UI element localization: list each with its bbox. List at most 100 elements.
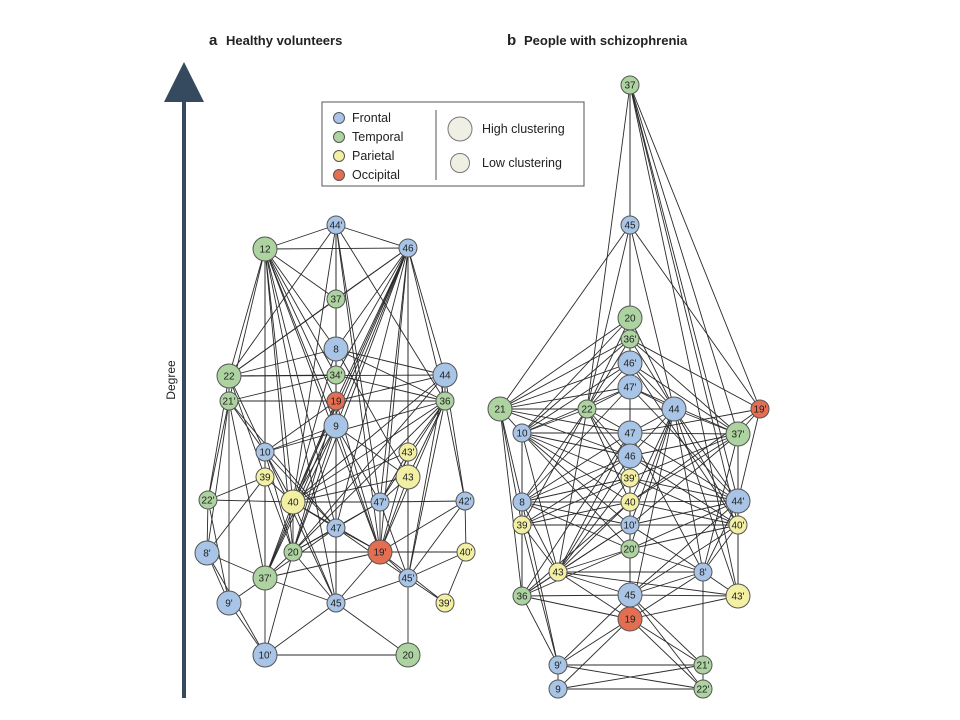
edge-b43-b45b — [557, 571, 631, 596]
node-a20: 20 — [283, 542, 303, 562]
edge-a8-a22 — [228, 348, 337, 377]
node-label-a43p: 43' — [401, 448, 414, 459]
edge-a47p-a45p — [379, 501, 409, 579]
edge-b21-b46 — [499, 408, 631, 457]
node-circle-b36 — [512, 586, 532, 606]
edge-b37p-b39p — [629, 433, 739, 479]
node-label-a9p: 9' — [225, 599, 233, 610]
edge-b47-b8 — [521, 432, 631, 503]
edge-b36-b19 — [521, 595, 631, 620]
node-b21p: 21' — [693, 655, 713, 675]
node-circle-a45p — [398, 568, 418, 588]
edge-a10-a47 — [264, 451, 337, 529]
node-label-b8: 8 — [519, 498, 525, 509]
node-circle-b44p — [725, 488, 751, 514]
node-a19p: 19' — [367, 539, 393, 565]
node-b45: 45 — [620, 215, 640, 235]
node-b10p: 10' — [620, 515, 640, 535]
edge-a22p-a40 — [207, 499, 294, 503]
node-circle-a22 — [216, 363, 242, 389]
occipital-swatch — [333, 169, 345, 181]
legend-label-frontal: Frontal — [352, 111, 391, 125]
node-circle-b21 — [487, 396, 513, 422]
edge-b47-b36 — [521, 432, 631, 597]
edge-b45b-b21p — [629, 594, 704, 666]
node-circle-a40p — [456, 542, 476, 562]
edge-a44-a40 — [292, 374, 446, 503]
legend-item-parietal: Parietal — [333, 149, 394, 163]
node-label-a22p: 22' — [201, 496, 214, 507]
node-label-b20: 20 — [624, 314, 636, 325]
node-label-a22: 22 — [223, 372, 235, 383]
node-label-a10p: 10' — [258, 651, 271, 662]
panel-a-title: Healthy volunteers — [226, 33, 342, 48]
edge-b10-b43 — [521, 432, 559, 573]
node-circle-b40 — [620, 492, 640, 512]
node-circle-b37p — [725, 421, 751, 447]
edge-b45-b44 — [629, 224, 675, 410]
node-label-b21p: 21' — [696, 661, 709, 672]
node-label-a44: 44 — [439, 371, 451, 382]
node-circle-a44 — [432, 362, 458, 388]
edge-a12-a8 — [264, 248, 337, 350]
edge-a21p-a8p — [206, 400, 230, 554]
edge-b37-b37p — [629, 84, 739, 435]
legend-item-occipital: Occipital — [333, 168, 400, 182]
node-circle-b46 — [617, 443, 643, 469]
network-a-edges — [206, 224, 467, 656]
node-b47p: 47' — [617, 374, 643, 400]
edge-b39p-b44p — [629, 477, 739, 502]
edge-a9-a10 — [264, 425, 337, 453]
edge-b44-b19 — [629, 408, 675, 620]
node-circle-a37p — [252, 565, 278, 591]
edge-a40-a45 — [292, 501, 337, 604]
node-label-b19p: 19' — [753, 405, 766, 416]
edge-a22p-a21p — [207, 400, 230, 501]
edge-b22-b39p — [586, 408, 631, 479]
node-a43: 43 — [395, 464, 421, 490]
node-circle-a9 — [323, 413, 349, 439]
node-circle-a37 — [326, 289, 346, 309]
edge-a36-a43p — [407, 400, 446, 453]
node-label-b47: 47 — [624, 429, 636, 440]
edge-a20-a10p — [264, 551, 294, 656]
node-circle-a42p — [455, 491, 475, 511]
edge-a46-a20 — [292, 247, 409, 553]
node-circle-b40p — [728, 515, 748, 535]
edge-a47p-a42p — [379, 500, 466, 503]
edge-b36-b9p — [521, 595, 559, 666]
edge-a43-a19p — [379, 476, 409, 553]
node-circle-b39 — [512, 515, 532, 535]
panel-b-title: People with schizophrenia — [524, 33, 688, 48]
edge-a45p-a45 — [335, 577, 409, 604]
node-b19p: 19' — [750, 399, 770, 419]
node-b43p: 43' — [725, 583, 751, 609]
edge-b39p-b39 — [521, 477, 631, 526]
node-label-a8p: 8' — [203, 549, 211, 560]
edge-b21p-b9 — [557, 664, 704, 690]
node-label-a42p: 42' — [458, 497, 471, 508]
node-circle-b22 — [577, 399, 597, 419]
node-label-b43: 43 — [552, 568, 564, 579]
edge-b22-b10 — [521, 408, 588, 434]
node-circle-b10p — [620, 515, 640, 535]
edge-b8-b43 — [521, 501, 559, 573]
edge-a40p-a45p — [407, 551, 467, 579]
node-label-a21p: 21' — [222, 397, 235, 408]
edge-b40-b43 — [557, 501, 631, 573]
edge-b43p-b19 — [629, 595, 739, 620]
edge-b40-b40p — [629, 501, 739, 526]
node-label-b9: 9 — [555, 685, 561, 696]
node-circle-b44 — [661, 396, 687, 422]
edge-b47p-b21 — [499, 386, 631, 410]
node-label-a47p: 47' — [373, 498, 386, 509]
node-label-b20p: 20' — [623, 545, 636, 556]
node-label-a46: 46 — [402, 244, 414, 255]
legend-label-low-clustering: Low clustering — [482, 156, 562, 170]
node-b36: 36 — [512, 586, 532, 606]
node-b44p: 44' — [725, 488, 751, 514]
degree-axis-label: Degree — [164, 360, 178, 400]
node-circle-b9 — [548, 679, 568, 699]
node-circle-a34p — [326, 365, 346, 385]
